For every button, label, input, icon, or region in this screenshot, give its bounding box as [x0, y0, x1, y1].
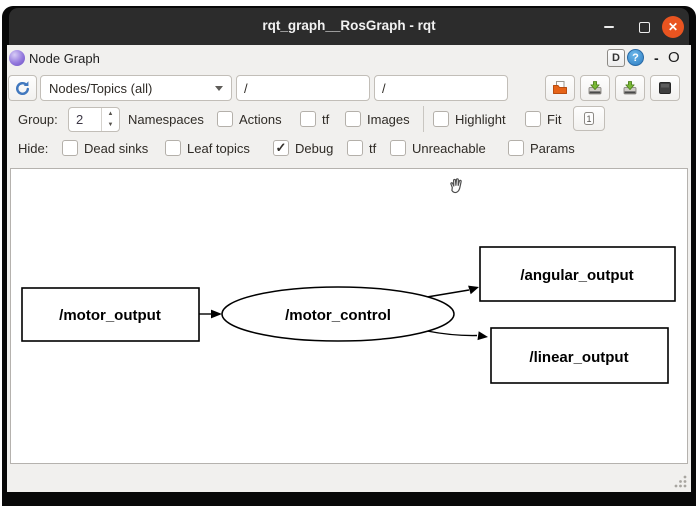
node-motor-control-label: /motor_control [285, 307, 391, 324]
group-label: Group: [18, 112, 58, 127]
save-dot-button[interactable] [580, 75, 610, 101]
close-icon: ✕ [667, 20, 679, 34]
dock-button[interactable]: D [607, 49, 625, 67]
group-value: 2 [76, 112, 84, 127]
hide-label: Hide: [18, 141, 49, 156]
minimize-icon [604, 26, 614, 28]
checkbox-debug[interactable] [273, 140, 289, 156]
checkbox-highlight-label[interactable]: Highlight [455, 112, 506, 127]
window-body: Node Graph D ? - O Nodes/Topics (all) [7, 45, 691, 492]
help-button[interactable]: ? [627, 49, 644, 66]
namespaces-label: Namespaces [128, 112, 204, 127]
plugin-icon [9, 50, 25, 66]
titlebar[interactable]: rqt_graph__RosGraph - rqt ✕ [9, 8, 689, 45]
graph-canvas[interactable]: /motor_output /motor_control /angular_ou… [10, 168, 688, 464]
maximize-button[interactable] [633, 16, 655, 38]
node-angular-output-label: /angular_output [520, 267, 633, 284]
checkbox-tf-hide-label[interactable]: tf [369, 141, 377, 156]
checkbox-tf-hide[interactable] [347, 140, 363, 156]
panel-title: Node Graph [29, 51, 100, 66]
checkbox-debug-label[interactable]: Debug [295, 141, 334, 156]
collapse-button[interactable]: - [654, 50, 659, 66]
graph-type-combobox[interactable]: Nodes/Topics (all) [40, 75, 232, 101]
edge-motor-control-to-linear-output [426, 330, 478, 337]
window-title: rqt_graph__RosGraph - rqt [262, 18, 436, 33]
checkbox-images[interactable] [345, 111, 361, 127]
help-icon: ? [632, 51, 639, 64]
checkbox-highlight[interactable] [433, 111, 449, 127]
checkbox-fit[interactable] [525, 111, 541, 127]
checkbox-unreachable-label[interactable]: Unreachable [412, 141, 486, 156]
zoom-original-icon: 1 [584, 112, 594, 125]
spinner-buttons[interactable]: ▲ ▼ [101, 108, 119, 131]
checkbox-actions[interactable] [217, 111, 233, 127]
node-filter-input[interactable]: / [236, 75, 370, 101]
save-dot-icon [588, 81, 602, 95]
chevron-down-icon [215, 85, 223, 91]
arrowhead-icon [211, 309, 222, 319]
save-image-button[interactable] [650, 75, 680, 101]
float-button[interactable]: O [668, 49, 680, 66]
node-linear-output-label: /linear_output [529, 349, 628, 366]
dock-letter: D [612, 52, 620, 64]
window-frame: rqt_graph__RosGraph - rqt ✕ Node Graph D… [2, 6, 696, 506]
checkbox-dead-sinks[interactable] [62, 140, 78, 156]
node-linear-output[interactable] [490, 327, 669, 384]
arrowhead-icon [477, 331, 488, 341]
checkbox-fit-label[interactable]: Fit [547, 112, 562, 127]
checkbox-images-label[interactable]: Images [367, 112, 410, 127]
checkbox-dead-sinks-label[interactable]: Dead sinks [84, 141, 149, 156]
maximize-icon [638, 21, 650, 33]
toolbar-separator [423, 106, 424, 132]
svg-text:1: 1 [586, 114, 591, 124]
load-dot-button[interactable] [545, 75, 575, 101]
node-motor-output[interactable] [21, 287, 200, 342]
topic-filter-value: / [382, 80, 386, 96]
node-motor-control[interactable] [221, 286, 455, 342]
refresh-icon [16, 80, 30, 95]
save-image-icon [659, 82, 671, 94]
open-file-icon [553, 81, 567, 94]
checkbox-leaf-topics[interactable] [165, 140, 181, 156]
checkbox-params-label[interactable]: Params [530, 141, 575, 156]
fit-in-view-button[interactable]: 1 [573, 106, 605, 131]
checkbox-unreachable[interactable] [390, 140, 406, 156]
open-hand-icon [450, 178, 462, 194]
ros-graph: /motor_output /motor_control /angular_ou… [21, 178, 676, 384]
spin-up-icon[interactable]: ▲ [107, 110, 114, 117]
node-angular-output[interactable] [479, 246, 676, 302]
node-filter-value: / [244, 80, 248, 96]
graph-type-value: Nodes/Topics (all) [49, 80, 153, 96]
node-motor-output-label: /motor_output [59, 307, 161, 324]
group-spinner[interactable]: 2 ▲ ▼ [68, 107, 120, 132]
spin-down-icon[interactable]: ▼ [107, 122, 114, 129]
arrowheads [211, 285, 488, 341]
checkbox-params[interactable] [508, 140, 524, 156]
graph-edges [199, 289, 478, 337]
save-svg-button[interactable] [615, 75, 645, 101]
checkbox-tf-group-label[interactable]: tf [322, 112, 330, 127]
close-button[interactable]: ✕ [662, 16, 684, 38]
resize-grip[interactable] [673, 474, 688, 489]
minimize-button[interactable] [598, 16, 620, 38]
checkbox-leaf-topics-label[interactable]: Leaf topics [187, 141, 250, 156]
save-svg-icon [623, 81, 637, 95]
arrowhead-icon [468, 285, 479, 295]
refresh-button[interactable] [8, 75, 37, 101]
edge-motor-control-to-angular-output [426, 289, 470, 298]
checkbox-actions-label[interactable]: Actions [239, 112, 282, 127]
topic-filter-input[interactable]: / [374, 75, 508, 101]
checkbox-tf-group[interactable] [300, 111, 316, 127]
